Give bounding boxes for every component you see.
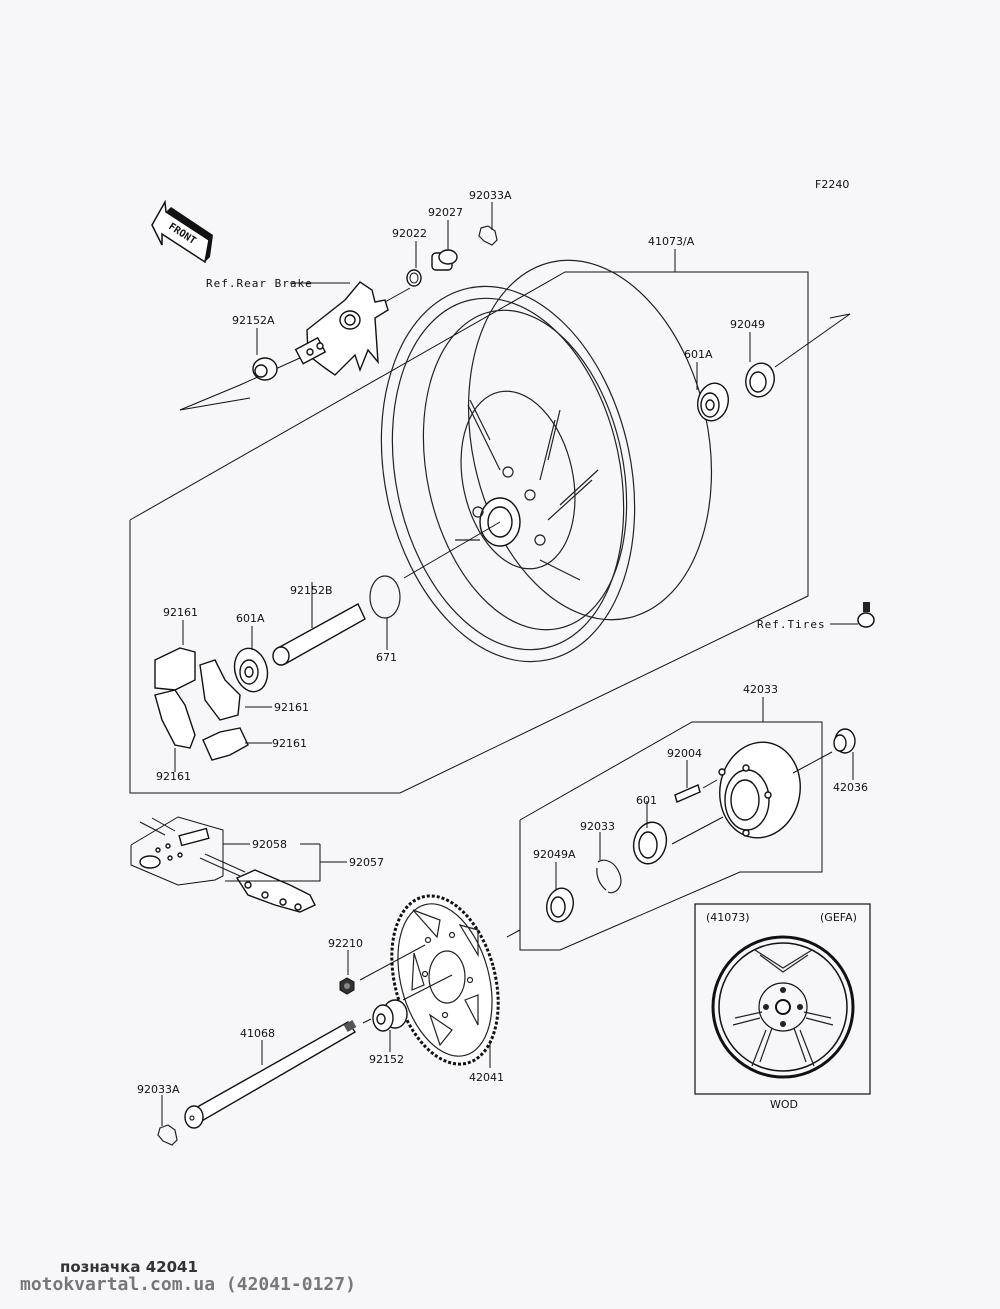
part-label-92057: 92057: [349, 856, 384, 869]
hub-assembly-outline: [519, 697, 823, 951]
inset-code-left: (41073): [706, 911, 750, 924]
o-ring-671: [369, 575, 401, 619]
figure-code: F2240: [815, 178, 849, 191]
bearing-601a-top: [696, 382, 730, 422]
rear-wheel-rim: [380, 259, 713, 663]
collar-92152: [372, 999, 408, 1032]
part-label-601: 601: [636, 794, 657, 807]
part-label-92004: 92004: [667, 747, 702, 760]
part-label-42041: 42041: [469, 1071, 504, 1084]
collar-tube-92152b: [272, 603, 366, 666]
clip-92033a-bottom: [157, 1124, 178, 1146]
front-arrow-icon: FRONT: [151, 199, 213, 264]
inset-code-right: (GEFA): [820, 911, 857, 924]
bearing-601a-low: [233, 647, 269, 693]
rear-brake-bracket: [294, 281, 389, 376]
part-label-92033a-bottom: 92033A: [137, 1083, 180, 1096]
collar-92152a: [252, 357, 278, 381]
seal-92049: [745, 362, 775, 398]
part-label-92152: 92152: [369, 1053, 404, 1066]
part-label-41073a: 41073/A: [648, 235, 695, 248]
part-label-92049: 92049: [730, 318, 765, 331]
nut-92210: [339, 977, 355, 995]
part-label-92210: 92210: [328, 937, 363, 950]
part-label-92027: 92027: [428, 206, 463, 219]
bearing-601: [632, 821, 668, 865]
part-label-92033: 92033: [580, 820, 615, 833]
part-label-92161-a: 92161: [163, 606, 198, 619]
tire-valve-icon: [857, 602, 875, 628]
rear-sprocket-42041: [390, 894, 500, 1066]
damper-92161-set: [154, 647, 249, 761]
washer-92022: [406, 269, 422, 287]
inset-wheel-variant: (41073) (GEFA) WOD: [694, 903, 871, 1111]
cap-42036: [833, 728, 856, 754]
ref-tires[interactable]: Ref.Tires: [757, 618, 826, 631]
part-label-42036: 42036: [833, 781, 868, 794]
sleeve-92027: [431, 249, 458, 271]
clip-92033a-top: [478, 225, 498, 246]
part-label-92152b: 92152B: [290, 584, 333, 597]
part-label-92049a: 92049A: [533, 848, 576, 861]
wheel-assembly-outline: [129, 249, 809, 794]
part-label-601a-low: 601A: [236, 612, 265, 625]
part-label-92058: 92058: [252, 838, 287, 851]
circlip-92033: [596, 859, 622, 894]
ref-rear-brake[interactable]: Ref.Rear Brake: [206, 277, 313, 290]
footer-site-link[interactable]: motokvartal.com.ua (42041-0127): [20, 1274, 356, 1295]
part-label-92161-c: 92161: [272, 737, 307, 750]
part-label-92161-d: 92161: [156, 770, 191, 783]
part-label-92022: 92022: [392, 227, 427, 240]
part-label-41068: 41068: [240, 1027, 275, 1040]
seal-92049a: [545, 887, 575, 923]
axle-41068: [184, 1020, 357, 1129]
part-label-92152a: 92152A: [232, 314, 275, 327]
part-label-42033: 42033: [743, 683, 778, 696]
stud-92004: [674, 784, 701, 803]
footer-title: позначка 42041: [60, 1258, 198, 1276]
part-label-92161-b: 92161: [274, 701, 309, 714]
part-label-671: 671: [376, 651, 397, 664]
drive-chain-92057: [130, 816, 316, 913]
part-label-601a-top: 601A: [684, 348, 713, 361]
sprocket-hub-42033: [718, 741, 801, 839]
part-label-92033a-top: 92033A: [469, 189, 512, 202]
inset-caption: WOD: [770, 1098, 798, 1111]
